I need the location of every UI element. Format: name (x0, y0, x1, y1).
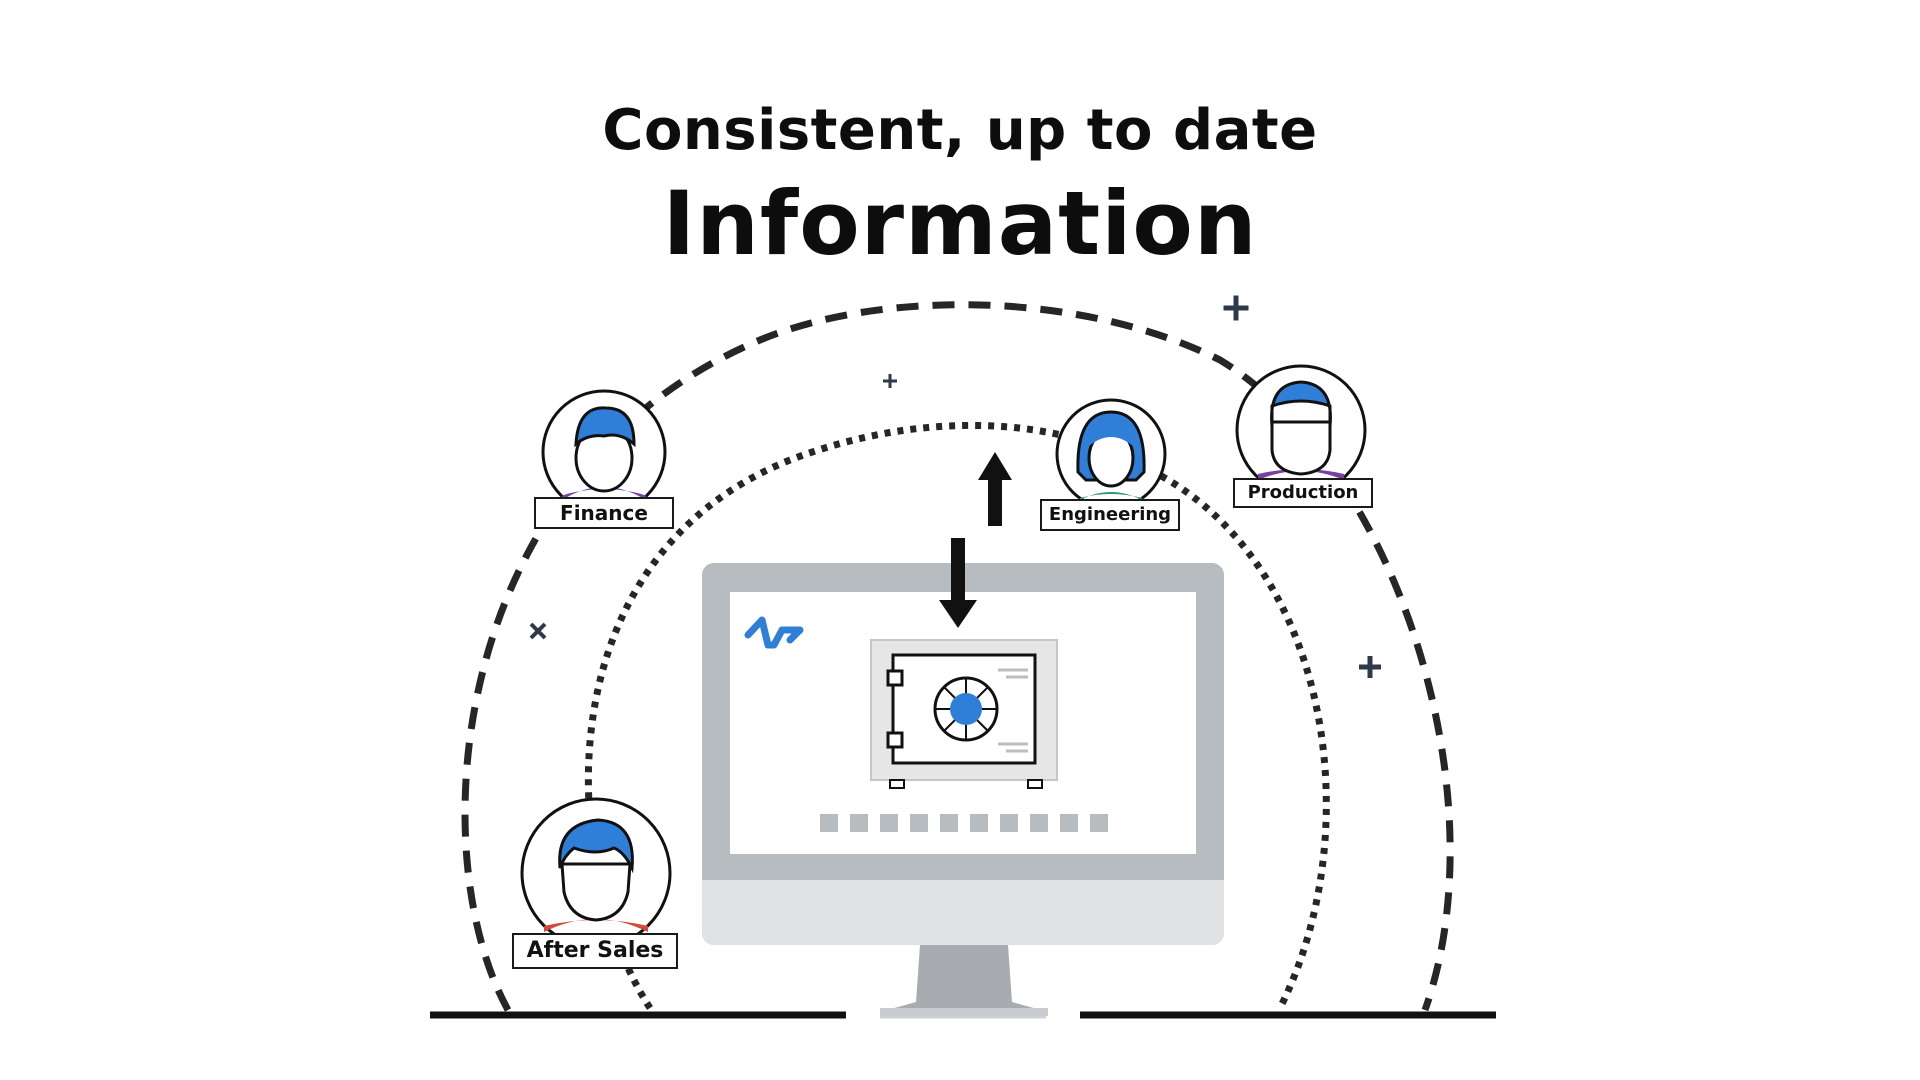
progress-indicator (820, 814, 1108, 832)
arrow-up-icon (978, 452, 1012, 526)
department-label-engineering: Engineering (1040, 499, 1180, 531)
inner-dotted-arc (584, 421, 1330, 1010)
department-label-finance: Finance (534, 497, 674, 529)
avatar-after-sales (520, 797, 672, 949)
avatar-finance (541, 389, 667, 515)
plus-icon (1223, 295, 1249, 321)
page-title: Information (662, 172, 1258, 275)
department-label-after-sales: After Sales (512, 933, 678, 969)
avatar-production (1235, 364, 1367, 496)
wave-logo-icon (744, 616, 804, 649)
monitor-stand (880, 945, 1048, 1012)
arrow-down-icon (939, 538, 977, 628)
plus-icon (883, 374, 897, 388)
avatar-engineering (1055, 398, 1167, 510)
plus-icon (1359, 656, 1381, 678)
safe-vault-icon (870, 639, 1058, 789)
subtitle: Consistent, up to date (602, 98, 1318, 163)
plus-icon (529, 622, 547, 640)
department-label-production: Production (1233, 478, 1373, 508)
outer-dashed-arc (461, 301, 1454, 1012)
